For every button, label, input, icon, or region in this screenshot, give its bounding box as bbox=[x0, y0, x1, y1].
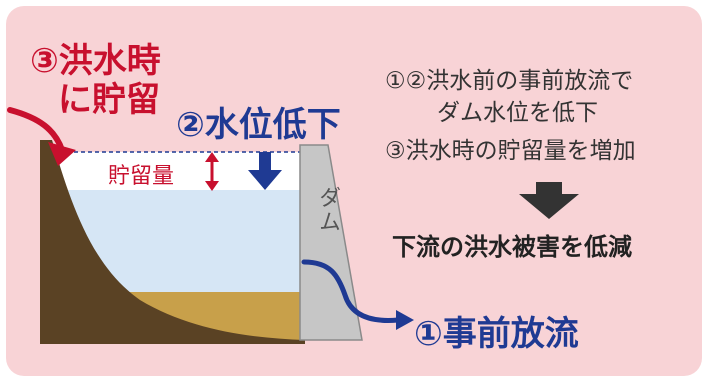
result-text: 下流の洪水被害を低減 bbox=[392, 233, 632, 261]
water-level-drop-arrow bbox=[248, 152, 282, 190]
inflow-arrow bbox=[7, 107, 76, 166]
water-level-drop-label: ②水位低下 bbox=[176, 105, 341, 145]
down-arrow-icon bbox=[519, 182, 579, 219]
storage-volume-label: 貯留量 bbox=[108, 164, 175, 189]
release-arrow bbox=[301, 259, 414, 330]
dam-body bbox=[299, 144, 363, 341]
flood-storage-label-line1: ③洪水時 bbox=[30, 41, 161, 81]
flood-storage-label-line2: に貯留 bbox=[58, 80, 160, 120]
explanation-line1: ①②洪水前の事前放流で bbox=[385, 68, 634, 94]
terrain bbox=[40, 140, 305, 344]
pre-release-label: ①事前放流 bbox=[414, 314, 579, 354]
explanation-line3: ③洪水時の貯留量を増加 bbox=[385, 138, 636, 164]
explanation-line2: ダム水位を低下 bbox=[437, 100, 598, 126]
dam-label: ダム bbox=[315, 186, 340, 234]
storage-volume-arrow bbox=[205, 152, 219, 191]
